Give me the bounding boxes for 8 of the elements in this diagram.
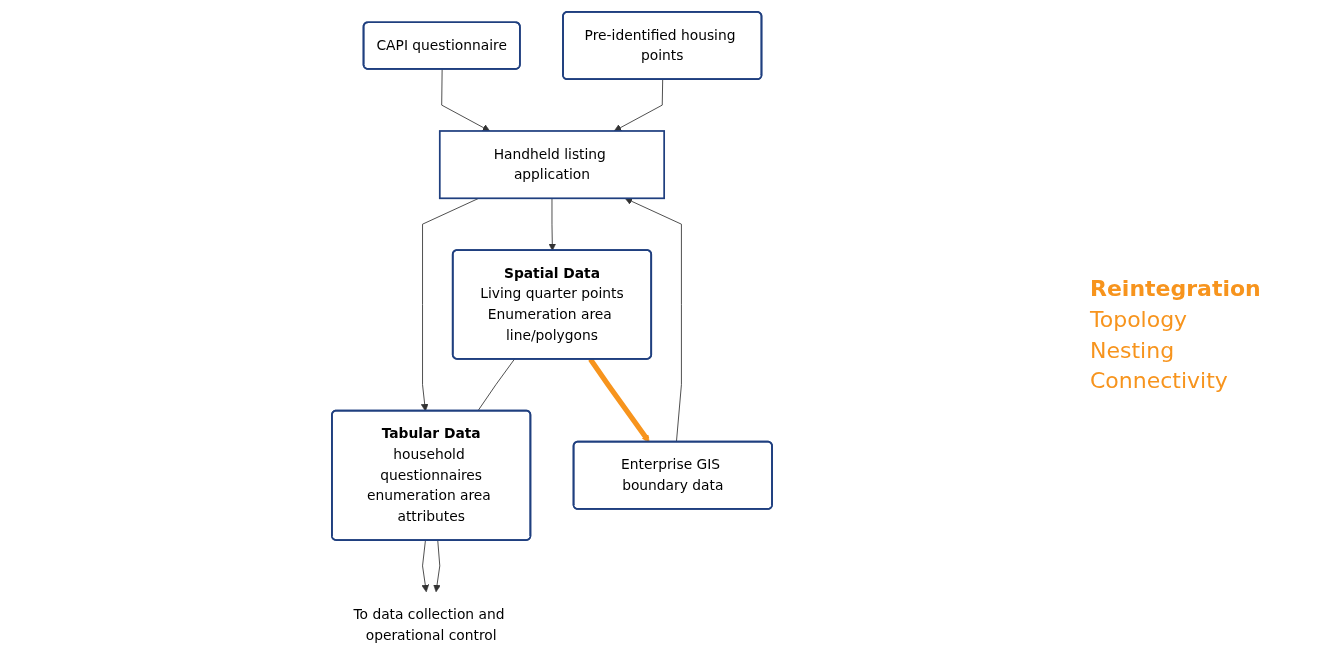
- connector: [476, 358, 515, 412]
- node-text: To data collection and operational control: [352, 606, 504, 644]
- annotation-text: Reintegration: [1090, 274, 1262, 303]
- annotation-text: Connectivity: [1090, 367, 1229, 396]
- node-box: Handheld listing application: [438, 130, 665, 200]
- annotation-text: Nesting: [1090, 336, 1176, 365]
- annotation-text: Topology: [1090, 305, 1189, 334]
- arrow: [587, 357, 649, 443]
